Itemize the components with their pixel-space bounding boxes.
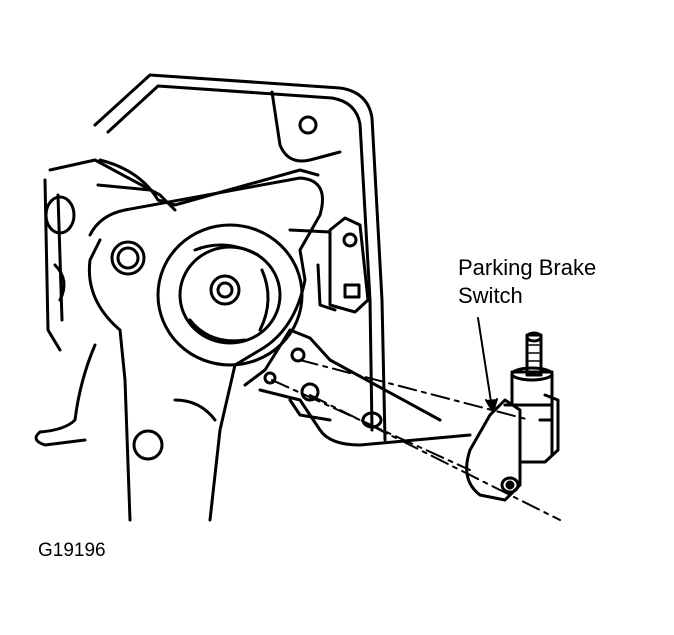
parking-brake-switch <box>465 331 560 502</box>
callout-leader <box>477 317 498 413</box>
side-plate-hole <box>44 195 76 235</box>
switch-mount-tab <box>243 328 472 447</box>
mounting-bracket <box>93 73 387 442</box>
clip-hole <box>342 232 358 248</box>
switch-mount-hole <box>500 476 520 494</box>
pivot-hole-left <box>110 240 146 276</box>
side-plate <box>43 158 320 352</box>
tab-hole-c <box>300 382 320 402</box>
parking-brake-switch-label: Parking Brake Switch <box>458 254 596 310</box>
bracket-hole-top <box>298 115 318 135</box>
pedal-body <box>34 176 324 522</box>
tab-hole-a <box>290 347 306 363</box>
callout-line-2: Switch <box>458 283 523 308</box>
drum-center-hub <box>209 274 241 306</box>
lower-hole <box>132 429 164 461</box>
tab-hole-b <box>263 371 277 385</box>
figure-id: G19196 <box>38 540 106 561</box>
ratchet-drum <box>156 223 304 367</box>
switch-plunger <box>525 333 543 377</box>
callout-line-1: Parking Brake <box>458 255 597 280</box>
release-clip <box>288 216 370 314</box>
